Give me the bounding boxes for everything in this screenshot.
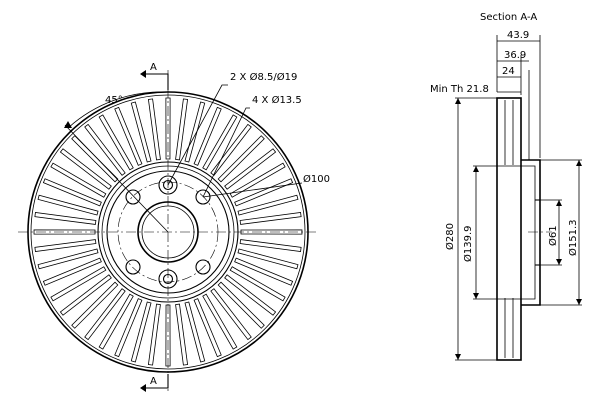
vent-fin	[50, 266, 107, 302]
vent-fin	[202, 114, 238, 171]
vent-fin	[239, 211, 302, 225]
vent-fin	[98, 293, 134, 350]
dia-center-label: Ø61	[547, 225, 559, 246]
bolt-hole	[195, 189, 211, 205]
vent-fin	[234, 178, 294, 207]
vent-fin	[234, 257, 294, 286]
vent-fin	[130, 301, 152, 363]
disc-section	[496, 97, 522, 361]
vent-fin	[210, 123, 252, 176]
vent-fin	[50, 162, 107, 198]
min-thickness-label: Min Th 21.8	[430, 84, 489, 95]
angle-arc	[67, 91, 169, 129]
vent-fin	[165, 304, 171, 367]
dia-inner-label: Ø139.9	[462, 226, 474, 263]
vent-fin	[239, 239, 302, 253]
leader-pcd	[202, 182, 303, 198]
vent-fin	[147, 98, 161, 161]
vent-fin	[37, 248, 99, 270]
vent-fin	[240, 229, 303, 235]
dia-outer-label: Ø280	[444, 223, 456, 250]
vent-fin	[130, 101, 152, 163]
vent-fin	[210, 288, 252, 341]
holes-4-label: 4 X Ø13.5	[252, 94, 302, 106]
vent-fin	[229, 266, 286, 302]
vent-fin	[84, 123, 126, 176]
angle-label: 45°	[105, 95, 123, 106]
vent-fins	[33, 97, 303, 367]
leader-holes-4	[202, 107, 250, 198]
vent-fin	[114, 298, 143, 358]
section-cut-marker	[140, 70, 169, 392]
locating-holes	[158, 175, 178, 289]
dim-hub-label: 36.9	[504, 50, 526, 61]
cut-label-top: A	[150, 62, 157, 73]
vent-fin	[175, 98, 189, 161]
vent-fin	[59, 148, 112, 190]
vent-fin	[147, 303, 161, 366]
vent-fin	[84, 288, 126, 341]
holes-2-label: 2 X Ø8.5/Ø19	[230, 71, 297, 83]
vent-fin	[237, 194, 299, 216]
bolt-holes	[125, 189, 211, 275]
cut-label-bottom: A	[150, 376, 157, 387]
dia-hat-label: Ø151.3	[567, 220, 579, 257]
vent-fin	[59, 274, 112, 316]
pcd-label: Ø100	[303, 173, 330, 185]
vent-fin	[165, 97, 171, 160]
vent-fin	[175, 303, 189, 366]
hat-profile	[521, 159, 541, 306]
bolt-hole	[195, 259, 211, 275]
vent-fin	[42, 178, 102, 207]
counterbore	[158, 175, 178, 195]
front-view: A A 45° 2 X Ø8.5/Ø19 4 X Ø13.5 Ø100	[18, 62, 330, 392]
vent-fin	[42, 257, 102, 286]
dim-width-label: 43.9	[507, 30, 529, 41]
dim-disc-label: 24	[502, 66, 515, 77]
bolt-hole	[125, 259, 141, 275]
vent-fin	[71, 135, 119, 183]
vent-fin	[184, 301, 206, 363]
vent-fin	[193, 298, 222, 358]
vent-fin	[184, 101, 206, 163]
vent-fin	[224, 148, 277, 190]
vent-fin	[237, 248, 299, 270]
vent-fin	[224, 274, 277, 316]
vent-fin	[37, 194, 99, 216]
vent-fin	[193, 106, 222, 166]
vent-fin	[34, 211, 97, 225]
vent-fin	[114, 106, 143, 166]
vent-fin	[34, 239, 97, 253]
vent-fin	[71, 281, 119, 329]
leader-holes-2	[167, 84, 228, 186]
vent-fin	[98, 114, 134, 171]
vent-fin	[229, 162, 286, 198]
vent-fin	[217, 135, 265, 183]
section-title: Section A-A	[480, 12, 537, 23]
vent-fin	[217, 281, 265, 329]
bolt-hole	[125, 189, 141, 205]
vent-fin	[202, 293, 238, 350]
vent-fin	[33, 229, 96, 235]
section-view: Section A-A 43.9 36.9 24 Min Th 21.8	[430, 12, 582, 361]
angle-leg	[64, 124, 169, 233]
